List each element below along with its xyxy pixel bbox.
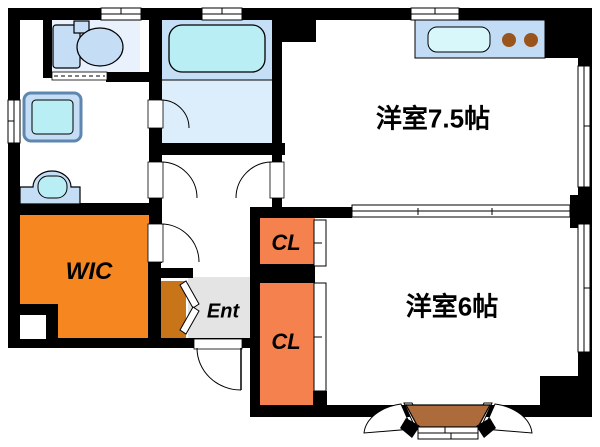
- pipe-space: [20, 315, 46, 339]
- wall: [250, 338, 260, 417]
- wall: [272, 13, 282, 207]
- room-label-closet-upper: CL: [271, 230, 301, 255]
- bay-window: [363, 402, 533, 440]
- wall-pillar: [540, 376, 578, 406]
- entrance-door: [193, 338, 243, 391]
- washbasin-fixture: [19, 170, 81, 205]
- room75-door: [235, 161, 285, 199]
- window: [7, 7, 591, 353]
- bifold-door: [179, 280, 200, 335]
- toilet-fixture: [52, 20, 124, 69]
- kitchen-sink: [427, 26, 491, 53]
- wall: [148, 260, 161, 342]
- room-label-wic: WIC: [65, 258, 113, 285]
- bathtub-fixture: [162, 24, 272, 81]
- wall-pillar: [570, 195, 592, 228]
- closet-upper-floor: [260, 218, 315, 264]
- wall: [106, 72, 152, 82]
- wall: [149, 13, 162, 263]
- sliding-partition: [351, 204, 571, 218]
- accordion-door: [51, 71, 108, 81]
- wall: [313, 391, 327, 407]
- room-label-western-75: 洋室7.5帖: [375, 103, 491, 134]
- wall: [8, 338, 253, 348]
- kitchen-counter: [414, 19, 546, 59]
- room-label-western-6: 洋室6帖: [405, 291, 499, 322]
- wic-door: [147, 223, 200, 263]
- washroom-door: [147, 161, 198, 199]
- gas-burner: [502, 33, 516, 47]
- gas-burner: [524, 33, 538, 47]
- washing-machine-pan: [22, 91, 83, 143]
- wall: [250, 207, 352, 218]
- room-label-closet-lower: CL: [271, 329, 301, 354]
- wall: [43, 18, 52, 78]
- wall: [255, 264, 315, 283]
- room-label-entrance: Ent: [206, 300, 240, 323]
- entrance-floor: [188, 277, 250, 340]
- wall: [8, 8, 20, 348]
- wall: [46, 313, 58, 339]
- wall: [8, 203, 160, 215]
- closet-lower-floor: [260, 283, 315, 405]
- wall: [18, 304, 58, 315]
- wall: [282, 13, 316, 42]
- wall: [155, 268, 193, 278]
- bathroom-door: [147, 99, 190, 129]
- wall-pillar: [545, 8, 592, 58]
- bathroom-floor: [162, 80, 272, 143]
- closet-doors: [313, 219, 327, 392]
- wall: [149, 143, 285, 155]
